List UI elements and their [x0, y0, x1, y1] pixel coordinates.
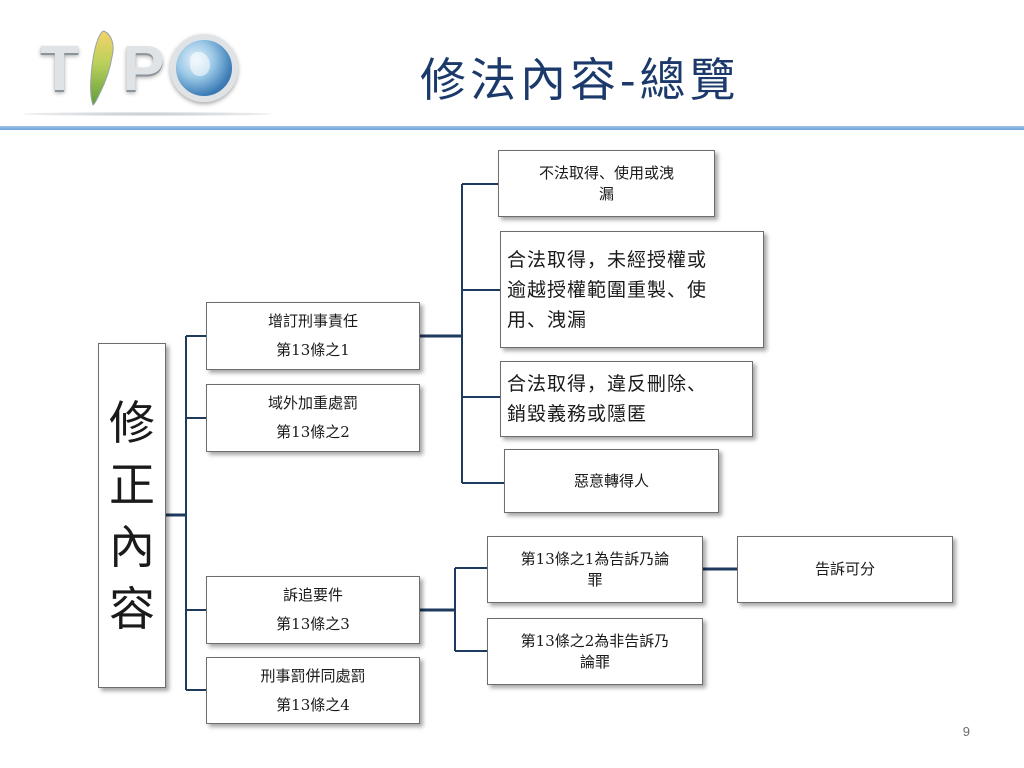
node-text-line: 漏: [598, 184, 614, 203]
node-public-prosecution-offense: 第13條之2為非告訴乃 論罪: [487, 618, 703, 685]
node-malicious-transferee: 惡意轉得人: [504, 449, 719, 513]
node-unlawful-acquisition: 不法取得、使用或洩 漏: [498, 150, 715, 217]
node-text-line: 逾越授權範圍重製、使: [507, 278, 708, 301]
node-text-line: 告訴可分: [814, 560, 875, 578]
globe-icon: [169, 34, 238, 102]
taiwan-island-icon: [90, 30, 114, 106]
slide-title: 修法內容-總覽: [420, 53, 740, 107]
node-text-line: 罪: [587, 570, 603, 589]
node-article: 第13條之1: [276, 341, 350, 359]
node-title: 刑事罰併同處罰: [260, 666, 366, 685]
logo-letter-p: P: [122, 32, 166, 104]
node-text-line: 不法取得、使用或洩: [538, 163, 674, 182]
node-text-line: 合法取得，未經授權或: [507, 248, 708, 271]
root-char: 正: [109, 457, 155, 512]
logo-shadow: [22, 112, 272, 116]
root-node-amendment-content: 修 正 內 容: [98, 343, 166, 688]
node-title: 域外加重處罰: [267, 394, 358, 412]
root-char: 內: [109, 519, 155, 574]
header-divider: [0, 126, 1024, 130]
node-article: 第13條之4: [276, 695, 350, 714]
node-criminal-liability: 增訂刑事責任 第13條之1: [206, 302, 420, 370]
logo-wordmark: T P: [40, 28, 238, 108]
node-text-line: 論罪: [579, 652, 610, 671]
node-article: 第13條之2: [276, 423, 350, 441]
node-text-line: 惡意轉得人: [573, 471, 649, 490]
node-prosecution-requirements: 訴追要件 第13條之3: [206, 576, 420, 644]
node-complaint-required-offense: 第13條之1為告訴乃論 罪: [487, 536, 703, 603]
node-extraterritorial-penalty: 域外加重處罰 第13條之2: [206, 384, 420, 452]
page-number: 9: [962, 724, 970, 739]
logo-letter-t: T: [40, 32, 81, 104]
node-text-line: 合法取得，違反刪除、: [507, 373, 708, 395]
node-article: 第13條之3: [276, 615, 350, 633]
node-title: 增訂刑事責任: [267, 312, 358, 330]
root-char: 容: [109, 581, 155, 636]
node-text-line: 銷毀義務或隱匿: [507, 403, 648, 425]
node-text-line: 第13條之2為非告訴乃: [520, 631, 670, 650]
node-text-line: 用、洩漏: [507, 308, 588, 331]
tipo-logo: T P: [14, 20, 274, 116]
root-char: 修: [109, 395, 155, 450]
node-joint-punishment: 刑事罰併同處罰 第13條之4: [206, 657, 420, 724]
node-unauthorized-use: 合法取得，未經授權或 逾越授權範圍重製、使 用、洩漏: [500, 231, 764, 348]
node-title: 訴追要件: [282, 586, 343, 604]
node-text-line: 第13條之1為告訴乃論: [520, 549, 670, 568]
node-divisible-complaint: 告訴可分: [737, 536, 953, 603]
node-failure-to-delete: 合法取得，違反刪除、 銷毀義務或隱匿: [500, 361, 753, 437]
